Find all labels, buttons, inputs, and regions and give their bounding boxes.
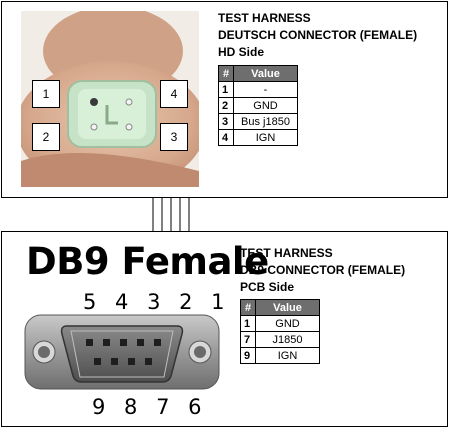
table-header-num: #: [218, 65, 234, 82]
table-row: 4 IGN: [218, 129, 298, 146]
deutsch-title-line1: TEST HARNESS: [218, 11, 311, 25]
pin-label-1: 1: [32, 80, 60, 108]
db9-bottom-pin-numbers: 9 8 7 6: [92, 395, 208, 419]
pin-value: Bus j1850: [233, 113, 298, 130]
pin-label-3: 3: [160, 123, 188, 151]
table-row: 9 IGN: [240, 347, 320, 364]
db9-top-pin-numbers: 5 4 3 2 1: [83, 290, 231, 314]
db9-connector-icon: [24, 314, 220, 390]
table-header-num: #: [240, 299, 256, 316]
table-row: 7 J1850: [240, 331, 320, 348]
pin-number: 3: [218, 113, 234, 130]
db9-title: TEST HARNESS DB9 CONNECTOR (FEMALE) PCB …: [240, 245, 405, 296]
table-header-row: # Value: [240, 299, 320, 316]
deutsch-title: TEST HARNESS DEUTSCH CONNECTOR (FEMALE) …: [218, 10, 417, 61]
pin-number: 4: [218, 129, 234, 146]
table-header-row: # Value: [218, 65, 298, 82]
pin-value: -: [233, 81, 298, 98]
pin-value: GND: [255, 315, 320, 332]
table-row: 3 Bus j1850: [218, 113, 298, 130]
pin-value: J1850: [255, 331, 320, 348]
table-row: 2 GND: [218, 97, 298, 114]
pin-value: GND: [233, 97, 298, 114]
harness-wires: [152, 198, 190, 231]
table-row: 1 -: [218, 81, 298, 98]
pin-number: 1: [240, 315, 256, 332]
deutsch-title-line3: HD Side: [218, 45, 265, 59]
pin-number: 7: [240, 331, 256, 348]
table-row: 1 GND: [240, 315, 320, 332]
deutsch-pin-table: # Value 1 - 2 GND 3 Bus j1850 4 IGN: [218, 65, 298, 146]
pin-number: 9: [240, 347, 256, 364]
db9-pin-table: # Value 1 GND 7 J1850 9 IGN: [240, 299, 320, 364]
table-header-value: Value: [233, 65, 298, 82]
pin-value: IGN: [255, 347, 320, 364]
db9-title-line2: DB9 CONNECTOR (FEMALE): [240, 263, 406, 277]
db9-title-line1: TEST HARNESS: [240, 246, 333, 260]
deutsch-title-line2: DEUTSCH CONNECTOR (FEMALE): [218, 28, 418, 42]
pin-number: 1: [218, 81, 234, 98]
pin-number: 2: [218, 97, 234, 114]
deutsch-panel: 1 4 2 3 TEST HARNESS DEUTSCH CONNECTOR (…: [1, 1, 448, 198]
pin-value: IGN: [233, 129, 298, 146]
pin-label-2: 2: [32, 123, 60, 151]
db9-heading: DB9 Female: [26, 240, 269, 283]
db9-title-line3: PCB Side: [240, 280, 295, 294]
pin-label-4: 4: [160, 80, 188, 108]
table-header-value: Value: [255, 299, 320, 316]
